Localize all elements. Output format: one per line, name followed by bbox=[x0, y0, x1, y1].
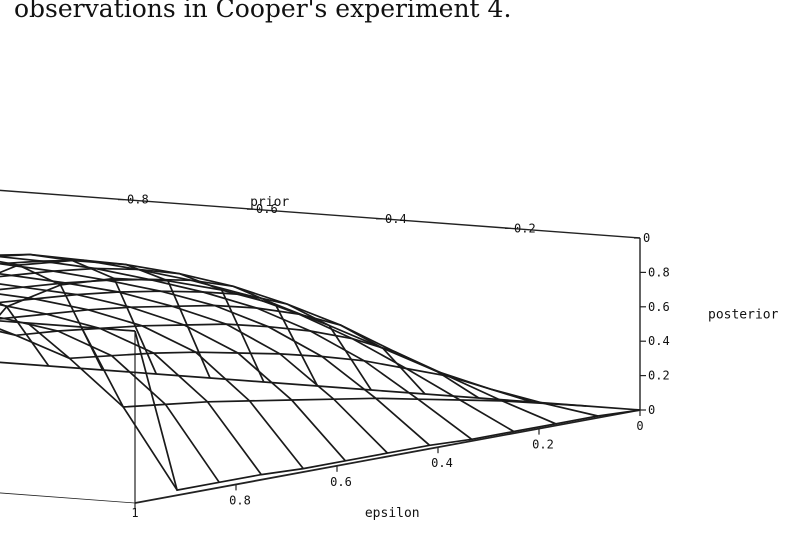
surface-line-prior-3 bbox=[0, 323, 480, 399]
surface-line-prior-10 bbox=[0, 260, 104, 371]
surface-line-prior-5 bbox=[0, 290, 372, 391]
surface-line-epsilon-12 bbox=[0, 320, 136, 332]
surface-line-prior-7 bbox=[0, 267, 265, 383]
prior-tick-label-0: 0 bbox=[643, 231, 650, 245]
surface-line-prior-4 bbox=[0, 304, 426, 395]
surface-line-prior-6 bbox=[0, 278, 319, 387]
posterior-tick-label-2: 0.4 bbox=[648, 334, 670, 348]
surface-line-epsilon-6 bbox=[0, 272, 389, 454]
epsilon-axis-title: epsilon bbox=[365, 506, 420, 521]
prior-tick-label-3: 0.6 bbox=[256, 202, 278, 216]
posterior-tick-label-1: 0.2 bbox=[648, 369, 670, 383]
posterior-tick-label-4: 0.8 bbox=[648, 265, 670, 279]
epsilon-tick-label-2: 0.4 bbox=[431, 456, 453, 470]
epsilon-tick-label-4: 0.8 bbox=[229, 493, 251, 507]
surface-line-prior-8 bbox=[0, 259, 211, 379]
prior-tick-label-1: 0.2 bbox=[514, 221, 536, 235]
epsilon-tick-label-0: 0 bbox=[636, 419, 643, 433]
surface-line-prior-2 bbox=[26, 322, 533, 403]
surface-line-epsilon-11 bbox=[0, 330, 178, 491]
prior-tick-label-2: 0.4 bbox=[385, 212, 407, 226]
epsilon-tick-label-5: 1 bbox=[131, 506, 138, 520]
posterior-tick-label-0: 0 bbox=[648, 403, 655, 417]
figure-caption: observations in Cooper's experiment 4. bbox=[14, 0, 512, 23]
posterior-tick-label-3: 0.6 bbox=[648, 300, 670, 314]
box-edge-floor-left bbox=[0, 492, 136, 504]
epsilon-tick-label-1: 0.2 bbox=[532, 438, 554, 452]
epsilon-tick-label-3: 0.6 bbox=[330, 475, 352, 489]
prior-tick-label-4: 0.8 bbox=[127, 193, 149, 207]
box-edge-prior-top bbox=[0, 189, 641, 239]
surface-line-prior-1 bbox=[80, 326, 587, 408]
box-edge-epsilon-front bbox=[134, 409, 641, 504]
posterior-axis-title: posterior bbox=[708, 307, 779, 322]
surface-line-epsilon-3 bbox=[0, 253, 515, 433]
surface-line-prior-0 bbox=[134, 330, 641, 492]
surface-line-prior-9 bbox=[0, 253, 158, 375]
prior-axis-title: prior bbox=[250, 195, 289, 210]
